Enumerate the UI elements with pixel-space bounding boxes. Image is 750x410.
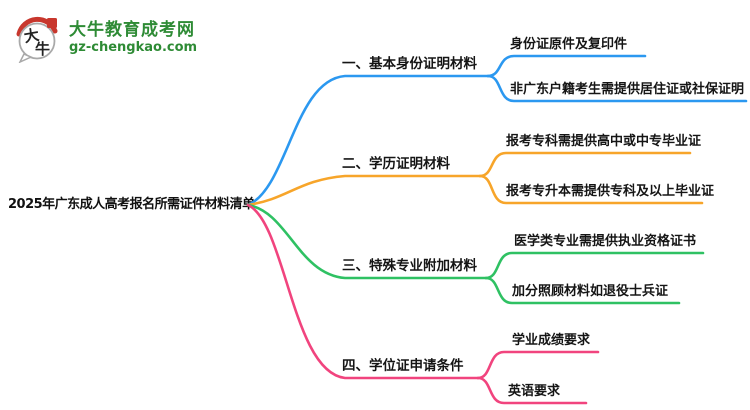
branch-4-child-2-label: 英语要求 — [508, 384, 561, 399]
branch-4-child-1-label: 学业成绩要求 — [512, 333, 591, 348]
branch-4-lines — [246, 203, 600, 405]
logo-seal — [47, 18, 57, 28]
branch-3-child-1-label: 医学类专业需提供执业资格证书 — [514, 234, 697, 249]
branch-4-label: 四、学位证申请条件 — [342, 358, 464, 374]
branch-1-label: 一、基本身份证明材料 — [342, 56, 477, 72]
branch-3-lines — [246, 203, 705, 305]
logo-char-2: 牛 — [35, 40, 50, 58]
logo-char-1: 大 — [23, 26, 41, 46]
site-name: 大牛教育成考网 — [69, 19, 195, 40]
branch-1-child-2-label: 非广东户籍考生需提供居住证或社保证明 — [510, 82, 745, 97]
site-url: gz-chengkao.com — [69, 40, 198, 56]
site-logo: 大 牛 大牛教育成考网 gz-chengkao.com — [14, 13, 197, 63]
logo-bubble — [18, 22, 56, 60]
mindmap-root-title: 2025年广东成人高考报名所需证件材料清单 — [8, 197, 255, 212]
branch-3-child-2-label: 加分照顾材料如退役士兵证 — [512, 284, 669, 299]
branch-1-lines — [246, 54, 748, 207]
branch-3-label: 三、特殊专业附加材料 — [342, 258, 477, 274]
branch-2-child-2-label: 报考专升本需提供专科及以上毕业证 — [506, 184, 715, 199]
branch-2-child-1-label: 报考专科需提供高中或中专毕业证 — [506, 134, 702, 149]
logo-bubble-tail — [18, 53, 33, 63]
branch-2-label: 二、学历证明材料 — [342, 156, 450, 172]
logo-text: 大牛教育成考网 gz-chengkao.com — [69, 19, 198, 56]
branch-1-child-1-label: 身份证原件及复印件 — [510, 37, 628, 52]
dainiu-bubble-icon: 大 牛 — [16, 16, 58, 63]
branch-2-lines — [246, 151, 704, 207]
